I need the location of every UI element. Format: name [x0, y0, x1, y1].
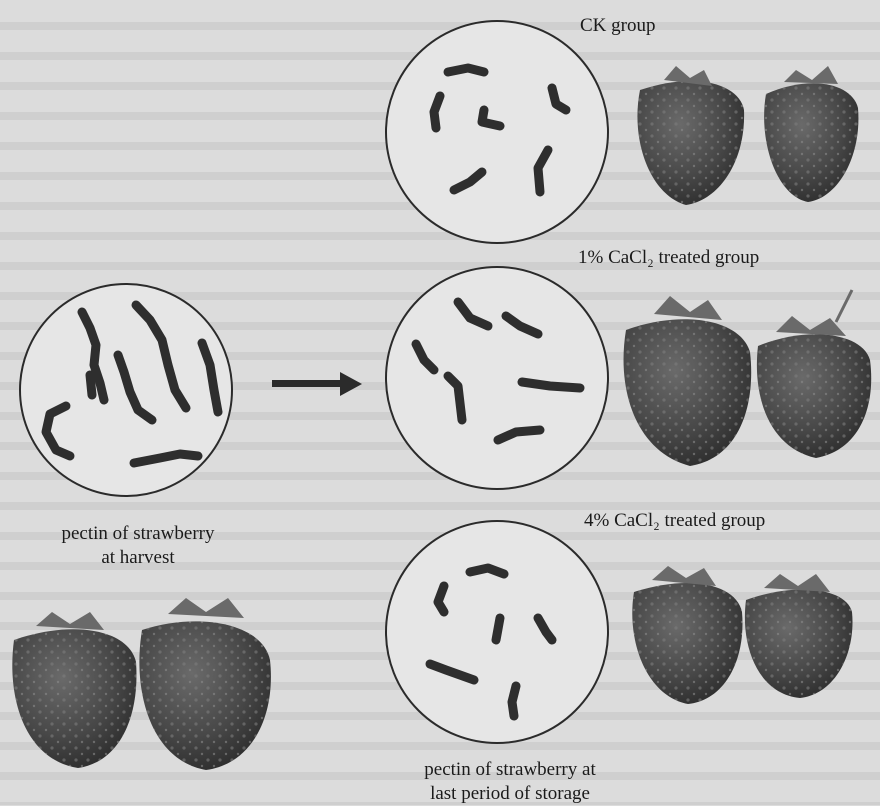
strawberry-icon	[12, 612, 136, 768]
strawberry-icon	[632, 566, 742, 704]
strawberry-icon	[745, 574, 853, 698]
strawberry-icon	[139, 598, 271, 770]
strawberry-icon	[764, 66, 858, 202]
strawberry-icon	[624, 296, 752, 466]
strawberry-icon	[637, 66, 744, 205]
strawberry-icon	[757, 290, 871, 458]
